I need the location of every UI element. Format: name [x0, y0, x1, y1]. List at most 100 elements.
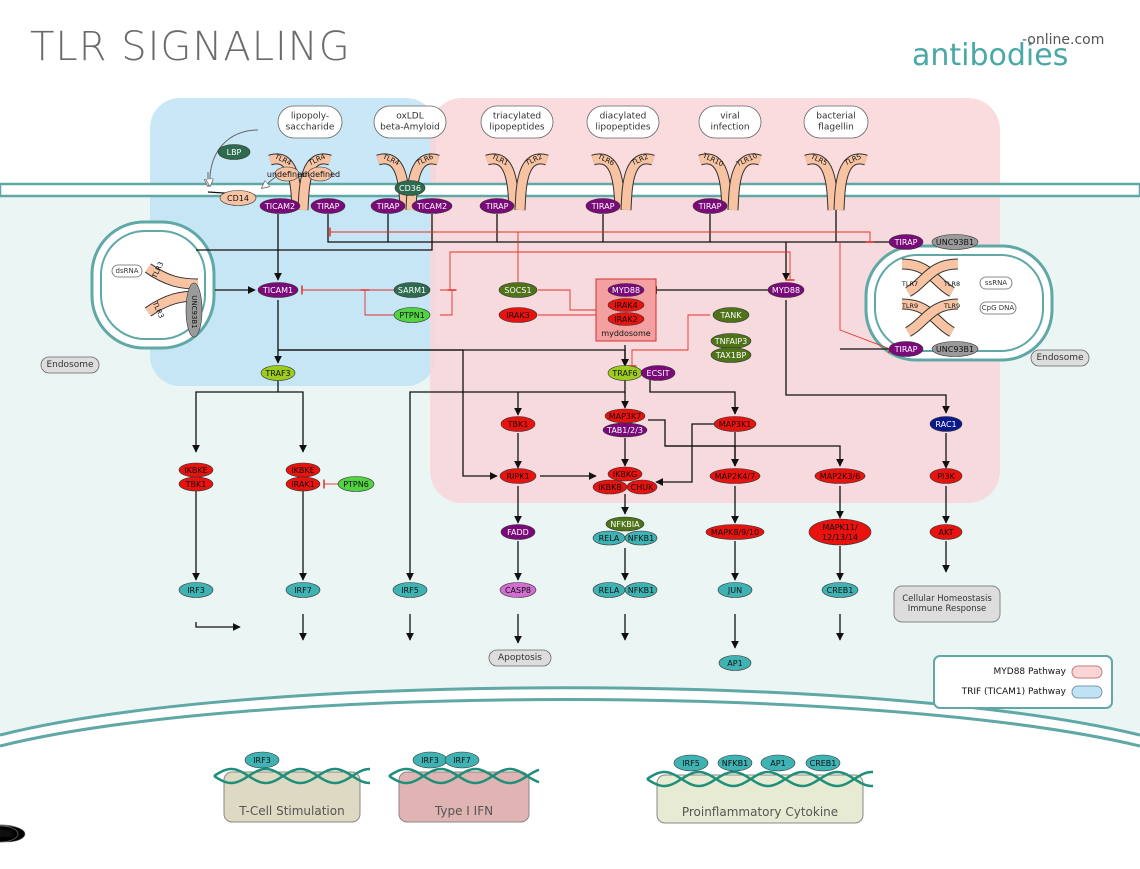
node-label-nfkb1: NFKB1 — [628, 534, 654, 543]
output-tcell-gene-label: CD40 — [0, 829, 15, 838]
node-label-tbk1b: TBK1 — [507, 420, 529, 429]
node-label-map3k7: MAP3K7 — [609, 412, 642, 421]
node-label-fadd: FADD — [507, 528, 529, 537]
node-label-rela2: RELA — [599, 586, 620, 595]
output-ifn-gene-label: INFß — [0, 829, 9, 838]
ligand-triacyl — [480, 105, 554, 139]
inh-ptpn1-path — [440, 289, 457, 316]
node-label-tank: TANK — [720, 311, 743, 320]
receptor-tlr6-tlr2-arm-right — [621, 154, 655, 211]
node-unc93b1-left — [185, 282, 203, 338]
node-pi3k — [929, 468, 963, 484]
nuclear-envelope-inner — [0, 698, 1140, 748]
node-label-sarm1: SARM1 — [398, 286, 426, 295]
receptor-tlr9-b — [905, 299, 959, 336]
node-myd88b — [607, 283, 645, 297]
node-label-cd14: CD14 — [227, 194, 249, 203]
output-cytokine-tf-label: IRF5 — [682, 759, 700, 768]
output-ifn-tf-label: IRF7 — [453, 756, 471, 765]
node-socs1 — [498, 282, 538, 298]
ligand-viral — [698, 105, 762, 139]
myd88-region — [430, 98, 1000, 503]
node-label-ecsit: ECSIT — [647, 369, 670, 378]
node-label-map3k1: MAP3K1 — [719, 420, 752, 429]
node-label-ly96b: undefined — [300, 170, 340, 179]
inh-tnfaip3-traf6 — [627, 314, 710, 367]
ligand-dsrna-label: dsRNA — [116, 267, 139, 275]
output-tcell-dna-strand-a — [213, 767, 371, 785]
node-irak3 — [498, 307, 538, 323]
output-cytokine-gene-label: IL1b — [0, 830, 8, 839]
node-label-irak4: IRAK4 — [614, 301, 637, 310]
label-apoptosis — [488, 649, 552, 667]
node-lbp — [217, 144, 251, 160]
node-ikbkg — [607, 466, 643, 482]
output-cytokine-gene-label: IL6 — [1, 830, 13, 839]
output-ifn-dna-strand-b — [388, 767, 540, 785]
ligand-cpgdna — [979, 301, 1017, 315]
page-title: TLR SIGNALING — [30, 24, 351, 70]
node-label-ripk1: RIPK1 — [506, 472, 529, 481]
node-irf7 — [285, 582, 321, 598]
node-nfkb1b — [624, 582, 658, 598]
receptor-tlr10-arm-right — [728, 154, 762, 211]
nucleus-area — [0, 687, 1140, 865]
legend-myd88: MYD88 Pathway — [994, 667, 1067, 677]
node-irak2 — [607, 312, 645, 326]
node-ly96b — [307, 166, 333, 182]
edge-map3k1-chuk — [655, 423, 720, 486]
node-tirap2 — [370, 198, 406, 214]
label-endosome-right-label: Endosome — [1036, 353, 1084, 363]
inh-sarm1-myd88 — [440, 251, 795, 291]
node-tbk1 — [178, 476, 214, 492]
node-label-traf3: TRAF3 — [264, 369, 290, 378]
node-label-irak2: IRAK2 — [614, 315, 637, 324]
node-label-irak3: IRAK3 — [506, 311, 529, 320]
node-label-traf6: TRAF6 — [611, 369, 637, 378]
node-label-socs1: SOCS1 — [504, 286, 531, 295]
ligand-flagellin — [803, 105, 869, 139]
receptor-tlr4-arm-right — [298, 154, 332, 211]
edge-traf3-ikbke — [192, 380, 279, 453]
node-tirap5 — [692, 198, 728, 214]
receptor-tlr7-tlr8-b — [905, 259, 959, 296]
node-traf3 — [260, 365, 296, 381]
node-label-ticam1: TICAM1 — [262, 286, 293, 295]
node-label-lbp: LBP — [227, 148, 242, 157]
output-cytokine-tf — [760, 754, 796, 772]
node-creb1 — [821, 582, 859, 598]
plasma-membrane — [0, 182, 1140, 198]
node-akt — [929, 524, 963, 540]
output-cytokine-gene-label: IL8 — [0, 830, 6, 839]
node-label-tirap7: TIRAP — [894, 345, 918, 354]
node-ly96a — [274, 166, 300, 182]
myddosome-label: myddosome — [601, 329, 650, 338]
node-tank — [712, 307, 750, 323]
node-tbk1b — [500, 416, 536, 432]
node-tirap — [310, 198, 346, 214]
output-ifn-dna-strand-a — [388, 767, 540, 785]
node-label-unc93b1-left: UNC93B1 — [190, 295, 198, 328]
node-irak1 — [285, 476, 321, 492]
label-homeostasis — [893, 585, 1001, 623]
node-unc93b1r1 — [931, 234, 979, 250]
receptor-tlr7-label: TLR7 — [901, 280, 918, 288]
inh-ptpn1 — [360, 289, 395, 316]
node-label-myd88b: MYD88 — [612, 286, 640, 295]
node-cd36 — [394, 180, 426, 196]
node-label-casp8: CASP8 — [505, 586, 531, 595]
receptor-tlr1-tlr2-arm-right — [515, 154, 549, 211]
node-label-ikbke2: IKBKE — [291, 466, 314, 475]
legend-trif-swatch — [1071, 685, 1103, 699]
node-label-irf3: IRF3 — [187, 586, 205, 595]
output-cytokine-tf — [805, 754, 841, 772]
node-label-ly96a: undefined — [267, 170, 307, 179]
node-map3k1 — [713, 416, 757, 432]
receptor-tlr5-arm-right — [834, 154, 868, 211]
output-tcell-gene-label: CD86 — [0, 829, 11, 838]
node-map2k47 — [709, 468, 761, 484]
